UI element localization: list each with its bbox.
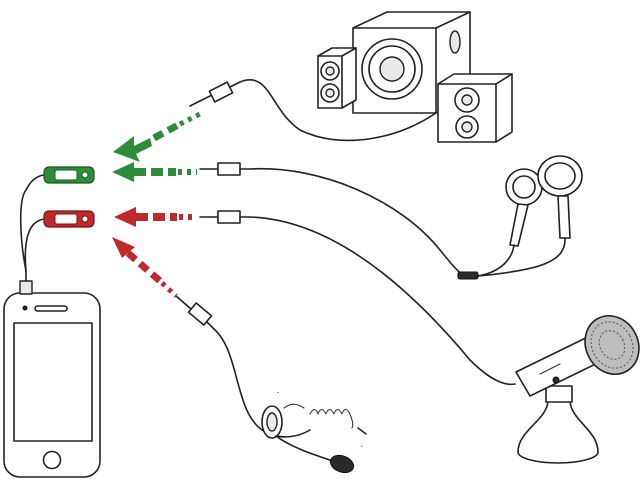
arrow-earphones-green <box>112 162 197 182</box>
arrow-headset-red <box>112 237 178 298</box>
headset-icon <box>261 320 382 474</box>
speakers-icon <box>317 11 513 143</box>
plug-earphones <box>199 162 251 176</box>
splitter-icon <box>19 166 95 272</box>
plug-speakers <box>189 81 241 107</box>
smartphone-icon <box>3 270 101 478</box>
headphone-jack-green <box>43 166 95 184</box>
cable-headset <box>213 328 311 438</box>
cable-speakers <box>239 79 441 142</box>
arrow-microphone-red <box>114 207 197 227</box>
microphone-jack-red <box>43 210 95 228</box>
plug-microphone <box>199 210 251 224</box>
cable-earphones <box>249 167 471 277</box>
earphones-icon <box>457 155 583 280</box>
cable-microphone <box>249 216 516 386</box>
arrow-speakers-green <box>113 111 202 162</box>
microphone-icon <box>515 315 640 464</box>
plug-headset <box>175 295 215 330</box>
